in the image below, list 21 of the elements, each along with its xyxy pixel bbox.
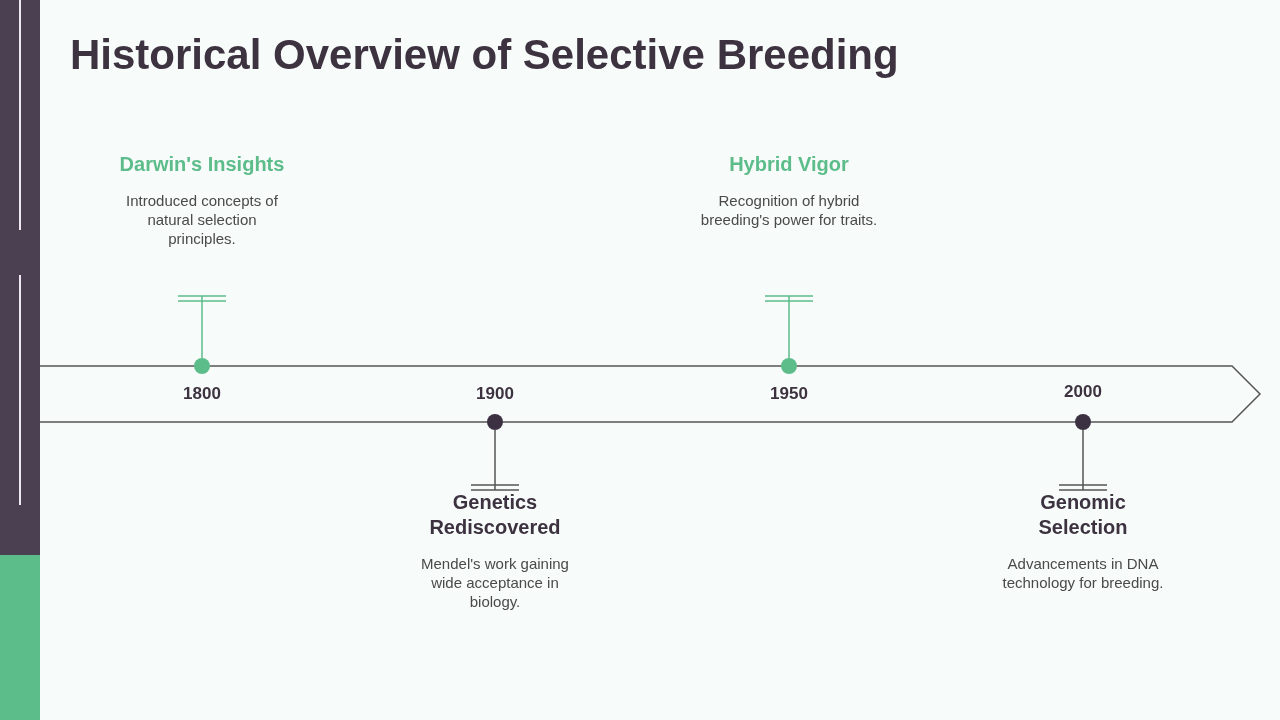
milestone-title: Genetics Rediscovered xyxy=(428,490,562,540)
milestone-dot xyxy=(781,358,797,374)
milestone-description: Advancements in DNA technology for breeding. xyxy=(1001,554,1165,592)
milestone-description: Recognition of hybrid breeding's power for traits. xyxy=(699,191,879,229)
milestone-description: Introduced concepts of natural selection principles. xyxy=(125,191,279,248)
year-label: 1800 xyxy=(182,384,222,404)
year-label: 1950 xyxy=(769,384,809,404)
milestone-dot xyxy=(194,358,210,374)
year-label: 2000 xyxy=(1063,382,1103,402)
milestone-title: Genomic Selection xyxy=(1037,490,1129,540)
stem-line xyxy=(177,295,227,359)
stem-line xyxy=(1058,429,1108,491)
year-label: 1900 xyxy=(475,384,515,404)
stem-line xyxy=(764,295,814,359)
milestone-description: Mendel's work gaining wide acceptance in biology. xyxy=(420,554,570,611)
milestone-dot xyxy=(1075,414,1091,430)
page-title: Historical Overview of Selective Breeding xyxy=(70,30,899,80)
milestone-title: Hybrid Vigor xyxy=(729,152,849,177)
milestone-title: Darwin's Insights xyxy=(119,152,285,177)
milestone-dot xyxy=(487,414,503,430)
stem-line xyxy=(470,429,520,491)
